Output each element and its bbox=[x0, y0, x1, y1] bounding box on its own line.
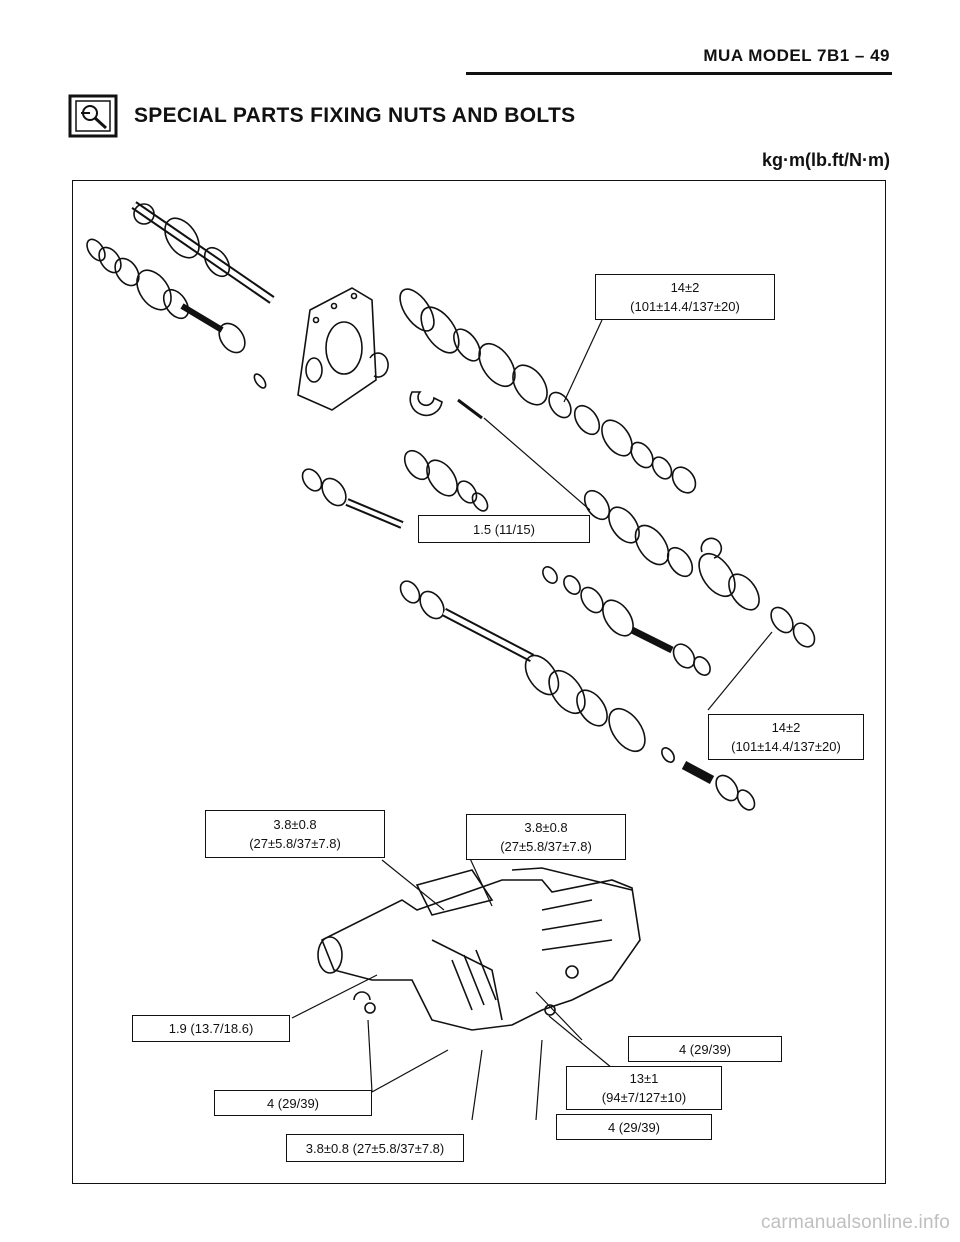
section-title: SPECIAL PARTS FIXING NUTS AND BOLTS bbox=[134, 104, 576, 127]
torque-callout-rear-cover-bolt: 3.8±0.8 (27±5.8/37±7.8) bbox=[286, 1134, 464, 1162]
callout-torque-conversion: (101±14.4/137±20) bbox=[630, 299, 740, 314]
callout-torque-value: 4 (29/39) bbox=[266, 1095, 320, 1111]
callout-torque-value: 4 (29/39) bbox=[678, 1041, 732, 1057]
mainshaft-gears-drawing bbox=[399, 288, 697, 494]
torque-callout-plug-bottom: 4 (29/39) bbox=[556, 1114, 712, 1140]
watermark-text: carmanualsonline.info bbox=[760, 1212, 950, 1233]
gear-cluster-drawing bbox=[583, 489, 760, 611]
header-rule bbox=[466, 72, 892, 75]
callout-torque-value: 14±2 bbox=[670, 280, 700, 295]
callout-torque-conversion: (27±5.8/37±7.8) bbox=[249, 836, 341, 851]
diagram-frame bbox=[72, 180, 886, 1184]
torque-callout-top-cover-left: 3.8±0.8 (27±5.8/37±7.8) bbox=[205, 810, 385, 858]
callout-torque-value: 1.5 (11/15) bbox=[473, 521, 535, 537]
lock-plate-drawing bbox=[409, 391, 483, 420]
torque-callout-plug-left: 4 (29/39) bbox=[214, 1090, 372, 1116]
callout-torque-conversion: (27±5.8/37±7.8) bbox=[500, 839, 592, 854]
torque-callout-drain-plug: 13±1 (94±7/127±10) bbox=[566, 1066, 722, 1110]
callout-torque-conversion: (94±7/127±10) bbox=[601, 1090, 687, 1105]
callout-torque-value: 3.8±0.8 bbox=[273, 817, 317, 832]
transmission-case-drawing bbox=[317, 867, 641, 1031]
countershaft-drawing bbox=[399, 566, 816, 676]
torque-callout-top-cover-right: 3.8±0.8 (27±5.8/37±7.8) bbox=[466, 814, 626, 860]
leader-lines bbox=[291, 319, 773, 1121]
callout-torque-conversion: (101±14.4/137±20) bbox=[731, 739, 841, 754]
reverse-idler-drawing bbox=[301, 449, 489, 529]
model-page-reference: MUA MODEL 7B1 – 49 bbox=[703, 46, 890, 65]
torque-callout-extension-bolt: 1.9 (13.7/18.6) bbox=[132, 1015, 290, 1042]
wrench-magnifier-icon bbox=[68, 94, 118, 138]
exploded-transmission-diagram bbox=[86, 201, 816, 1121]
callout-torque-value: 13±1 bbox=[629, 1071, 659, 1086]
callout-torque-value: 4 (29/39) bbox=[607, 1119, 661, 1135]
torque-callout-case-bolt-right: 4 (29/39) bbox=[628, 1036, 782, 1062]
callout-torque-value: 14±2 bbox=[771, 720, 801, 735]
torque-unit-label: kg·m(lb.ft/N·m) bbox=[762, 150, 890, 170]
intermediate-plate-drawing bbox=[297, 287, 389, 411]
input-shaft-drawing bbox=[86, 201, 275, 389]
torque-callout-mainshaft-nut: 14±2 (101±14.4/137±20) bbox=[595, 274, 775, 320]
torque-callout-countershaft-nut: 14±2 (101±14.4/137±20) bbox=[708, 714, 864, 760]
countershaft-gears-drawing bbox=[524, 654, 756, 811]
callout-torque-value: 3.8±0.8 bbox=[524, 820, 568, 835]
callout-torque-value: 3.8±0.8 (27±5.8/37±7.8) bbox=[305, 1140, 445, 1156]
torque-callout-lock-plate-bolt: 1.5 (11/15) bbox=[418, 515, 590, 543]
page-header: MUA MODEL 7B1 – 49 bbox=[0, 0, 960, 80]
callout-torque-value: 1.9 (13.7/18.6) bbox=[168, 1021, 254, 1036]
